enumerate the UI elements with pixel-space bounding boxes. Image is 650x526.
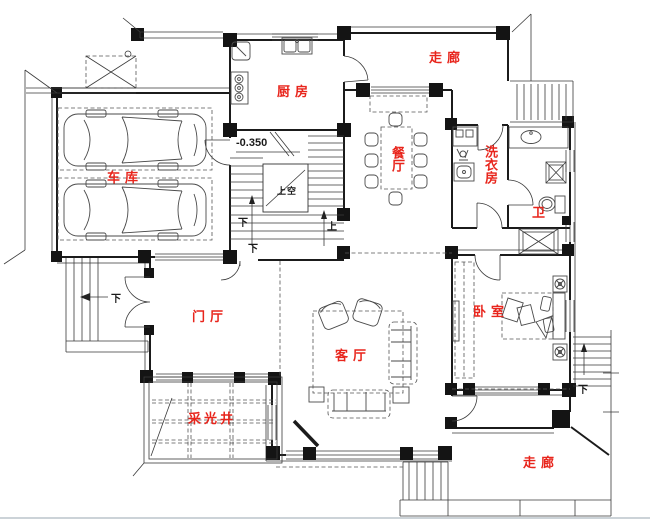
stove [230, 71, 249, 105]
void-above-label: 上空 [277, 186, 298, 196]
sofa-right [388, 321, 418, 385]
living-rug [312, 310, 404, 394]
label-dining: 餐厅 [390, 146, 405, 172]
canopy-skylight [85, 55, 137, 89]
stair-west-entry [65, 258, 149, 353]
canopy-lines [3, 17, 223, 265]
entry-down-label: 下 [111, 294, 121, 305]
label-wc: 卫 [532, 205, 546, 220]
open-door-leaf [292, 419, 320, 448]
side-tables [308, 386, 410, 404]
dining-chairs [364, 112, 428, 206]
stair-south-east [573, 336, 611, 387]
se-stair-down-label: 下 [578, 385, 588, 396]
elevation-marker: -0.350 [236, 137, 268, 149]
nightstands-lamps [552, 275, 568, 361]
car-1 [63, 109, 207, 171]
label-foyer: 门厅 [192, 309, 229, 324]
wardrobe-tv-cabinet [452, 261, 475, 379]
bed [501, 292, 566, 340]
stair-top-right [510, 13, 574, 123]
label-kitchen: 厨房 [277, 84, 314, 99]
kitchen-sink [281, 37, 313, 55]
armchair-1 [318, 300, 349, 330]
doors [124, 55, 534, 448]
dining-table [380, 126, 413, 190]
label-lightwell: 采光井 [188, 411, 237, 426]
label-bedroom: 卧室 [473, 304, 510, 319]
label-corridor-top: 走廊 [429, 50, 466, 65]
label-laundry: 洗衣房 [483, 145, 498, 184]
stair-down-label-1: 下 [238, 218, 248, 229]
armchair-2 [352, 298, 383, 327]
stair-bottom-terrace [276, 330, 619, 517]
walls [56, 32, 610, 456]
stair-main [220, 131, 344, 281]
ceiling-dashed-lines [279, 252, 570, 390]
duct-shaft [545, 161, 567, 184]
lightwell-grid [132, 376, 283, 477]
laundry-counter [452, 126, 478, 161]
fridge [231, 41, 251, 61]
dining-ceiling-recess [369, 95, 428, 113]
page-baseline-rule [0, 517, 650, 519]
tv [452, 300, 460, 342]
toilet [538, 195, 566, 214]
label-living: 客厅 [335, 348, 372, 363]
parking-stalls [57, 107, 213, 241]
stair-rail-curve [220, 260, 241, 281]
skylight-shaft [518, 228, 559, 255]
stair-down-label-2: 下 [248, 244, 258, 255]
washing-machine [453, 162, 475, 182]
label-corridor-bottom: 走廊 [523, 455, 560, 470]
stair-up-label: 上 [327, 222, 337, 233]
label-garage: 车库 [107, 170, 144, 185]
car-2 [63, 179, 207, 241]
vanity-sink [508, 126, 569, 149]
sofa-bottom [327, 389, 391, 419]
